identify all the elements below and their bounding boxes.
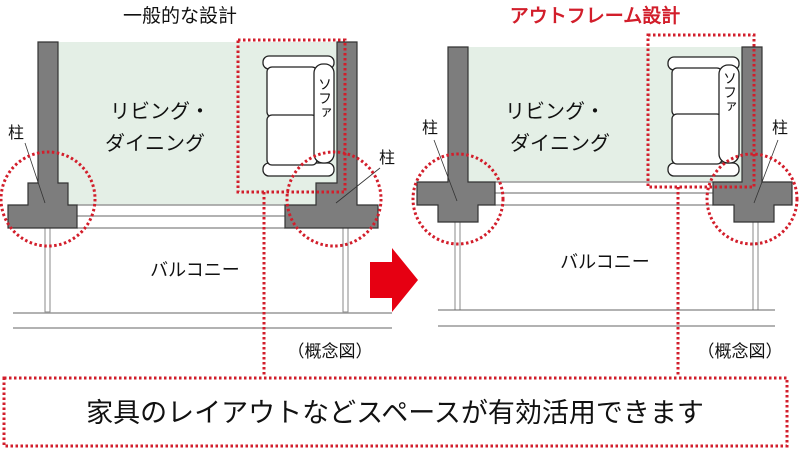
balcony-post	[454, 221, 461, 311]
balcony-post	[342, 227, 349, 313]
room-label-1: リビング・	[110, 99, 210, 123]
balcony-post	[752, 221, 759, 311]
room-label-1: リビング・	[505, 99, 605, 123]
conventional-design-plan: 一般的な設計 ソファ リビング・ ダイニング バルコニー 柱 柱	[0, 5, 395, 377]
column-highlight	[411, 152, 505, 246]
caption-box	[2, 376, 789, 448]
conventional-title: 一般的な設計	[123, 5, 237, 27]
column-label: 柱	[422, 118, 438, 137]
room-label-2: ダイニング	[105, 131, 205, 155]
balcony-label: バルコニー	[560, 252, 650, 273]
balcony-label: バルコニー	[150, 260, 240, 281]
balcony-post	[44, 227, 51, 313]
column-label: 柱	[379, 148, 395, 167]
arrow-right-icon	[370, 248, 418, 312]
caption-text: 家具のレイアウトなどスペースが有効活用できます	[86, 398, 704, 429]
sofa-label: ソファ	[316, 77, 332, 119]
sofa-highlight	[236, 38, 347, 194]
outframe-title: アウトフレーム設計	[510, 4, 680, 27]
outframe-design-plan: アウトフレーム設計 ソファ リビング・ ダイニング バルコニー 柱 柱 （概念図…	[411, 4, 799, 377]
sofa-label: ソファ	[721, 71, 737, 113]
room-label-2: ダイニング	[510, 131, 610, 155]
sofa-icon	[262, 55, 335, 177]
column-right	[284, 41, 379, 229]
column-label: 柱	[772, 118, 788, 137]
concept-note: （概念図）	[288, 341, 373, 362]
sofa-icon	[667, 56, 740, 177]
concept-note: （概念図）	[698, 341, 783, 362]
sofa-highlight	[646, 33, 756, 189]
column-highlight	[705, 152, 799, 246]
column-highlight	[285, 150, 383, 248]
column-left	[7, 41, 78, 229]
column-label: 柱	[8, 123, 24, 142]
column-highlight	[0, 150, 97, 248]
column-left	[416, 46, 496, 223]
